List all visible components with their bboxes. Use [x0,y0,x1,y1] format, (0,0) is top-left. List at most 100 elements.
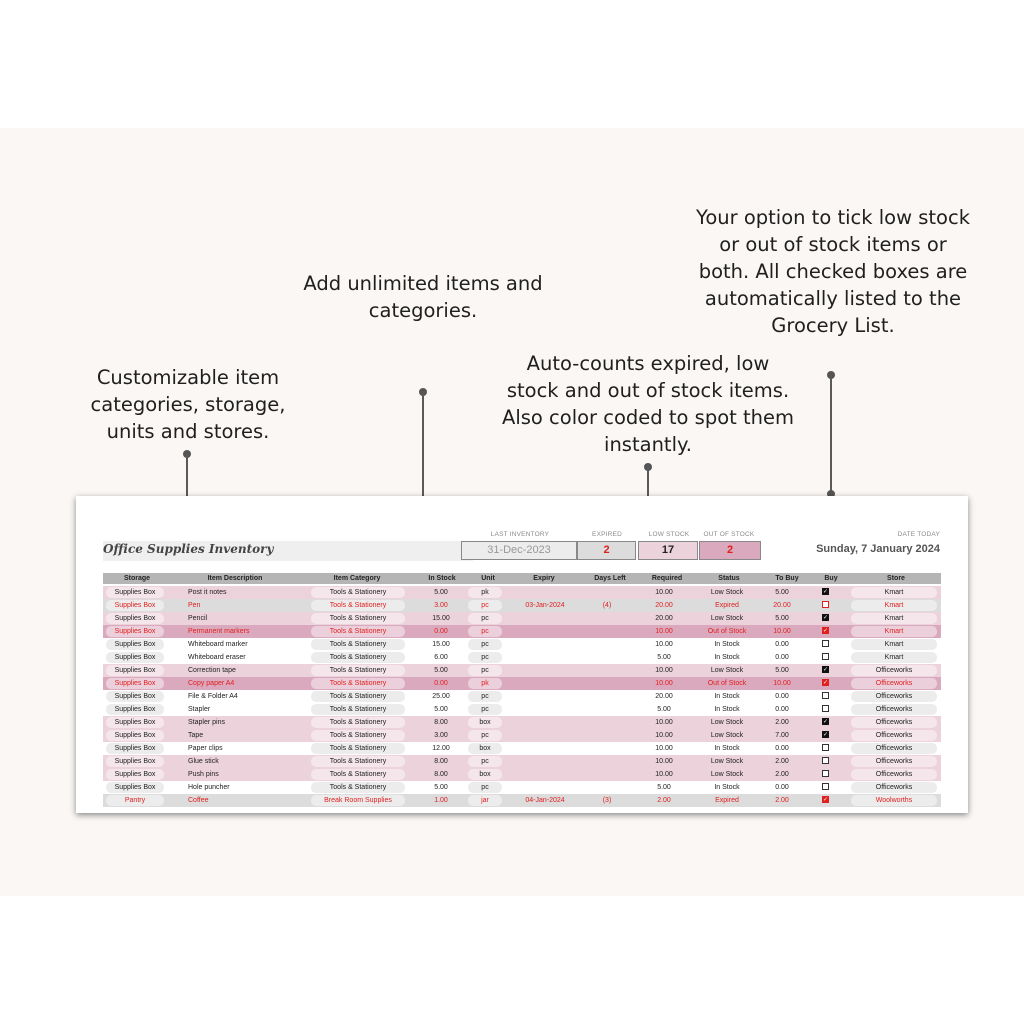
cell-in-stock[interactable]: 12.00 [432,745,450,752]
cell-store[interactable]: Kmart [851,587,937,598]
cell-storage[interactable]: Supplies Box [106,613,164,624]
cell-unit[interactable]: pc [468,613,502,624]
cell-storage[interactable]: Supplies Box [106,704,164,715]
cell-item[interactable]: Glue stick [188,758,219,765]
cell-category[interactable]: Tools & Stationery [311,691,405,702]
cell-unit[interactable]: pc [468,626,502,637]
cell-in-stock[interactable]: 5.00 [434,706,448,713]
cell-storage[interactable]: Supplies Box [106,626,164,637]
cell-item[interactable]: Whiteboard marker [188,641,248,648]
cell-unit[interactable]: pc [468,704,502,715]
cell-storage[interactable]: Supplies Box [106,730,164,741]
cell-item[interactable]: Stapler [188,706,211,713]
cell-item[interactable]: Stapler pins [188,719,225,726]
cell-category[interactable]: Tools & Stationery [311,717,405,728]
buy-checkbox[interactable] [822,653,829,660]
cell-category[interactable]: Tools & Stationery [311,639,405,650]
cell-unit[interactable]: pc [468,730,502,741]
buy-checkbox[interactable] [822,757,829,764]
cell-store[interactable]: Officeworks [851,704,937,715]
cell-unit[interactable]: box [468,717,502,728]
cell-category[interactable]: Tools & Stationery [311,743,405,754]
cell-unit[interactable]: pc [468,782,502,793]
cell-in-stock[interactable]: 1.00 [434,797,448,804]
cell-category[interactable]: Tools & Stationery [311,600,405,611]
buy-checkbox[interactable]: ✓ [822,718,829,725]
cell-category[interactable]: Tools & Stationery [311,730,405,741]
cell-storage[interactable]: Supplies Box [106,782,164,793]
cell-storage[interactable]: Supplies Box [106,769,164,780]
cell-item[interactable]: Pencil [188,615,208,622]
cell-storage[interactable]: Supplies Box [106,678,164,689]
buy-checkbox[interactable] [822,705,829,712]
cell-item[interactable]: Tape [188,732,204,739]
cell-store[interactable]: Officeworks [851,678,937,689]
cell-in-stock[interactable]: 6.00 [434,654,448,661]
cell-storage[interactable]: Supplies Box [106,691,164,702]
buy-checkbox[interactable] [822,640,829,647]
cell-item[interactable]: Paper clips [188,745,223,752]
cell-in-stock[interactable]: 15.00 [432,615,450,622]
cell-category[interactable]: Tools & Stationery [311,769,405,780]
buy-checkbox[interactable]: ✓ [822,666,829,673]
cell-storage[interactable]: Pantry [106,795,164,806]
cell-store[interactable]: Kmart [851,652,937,663]
cell-storage[interactable]: Supplies Box [106,652,164,663]
cell-item[interactable]: Post it notes [188,589,227,596]
cell-unit[interactable]: pc [468,652,502,663]
cell-in-stock[interactable]: 0.00 [434,680,448,687]
cell-store[interactable]: Kmart [851,626,937,637]
cell-store[interactable]: Kmart [851,613,937,624]
cell-unit[interactable]: pc [468,639,502,650]
buy-checkbox[interactable] [822,692,829,699]
cell-store[interactable]: Officeworks [851,730,937,741]
cell-item[interactable]: Coffee [188,797,209,804]
cell-in-stock[interactable]: 25.00 [432,693,450,700]
cell-category[interactable]: Tools & Stationery [311,678,405,689]
cell-storage[interactable]: Supplies Box [106,756,164,767]
buy-checkbox[interactable]: ✓ [822,796,829,803]
cell-in-stock[interactable]: 5.00 [434,589,448,596]
cell-storage[interactable]: Supplies Box [106,717,164,728]
cell-storage[interactable]: Supplies Box [106,743,164,754]
buy-checkbox[interactable]: ✓ [822,627,829,634]
cell-category[interactable]: Tools & Stationery [311,704,405,715]
cell-store[interactable]: Woolworths [851,795,937,806]
cell-category[interactable]: Tools & Stationery [311,756,405,767]
cell-storage[interactable]: Supplies Box [106,639,164,650]
cell-store[interactable]: Officeworks [851,769,937,780]
cell-storage[interactable]: Supplies Box [106,600,164,611]
cell-in-stock[interactable]: 8.00 [434,758,448,765]
cell-unit[interactable]: jar [468,795,502,806]
cell-storage[interactable]: Supplies Box [106,665,164,676]
cell-in-stock[interactable]: 8.00 [434,719,448,726]
cell-in-stock[interactable]: 3.00 [434,732,448,739]
buy-checkbox[interactable] [822,744,829,751]
cell-unit[interactable]: pc [468,600,502,611]
cell-store[interactable]: Officeworks [851,743,937,754]
cell-item[interactable]: Whiteboard eraser [188,654,246,661]
cell-store[interactable]: Officeworks [851,717,937,728]
cell-unit[interactable]: pc [468,691,502,702]
cell-category[interactable]: Tools & Stationery [311,652,405,663]
cell-in-stock[interactable]: 5.00 [434,667,448,674]
cell-category[interactable]: Tools & Stationery [311,587,405,598]
buy-checkbox[interactable]: ✓ [822,731,829,738]
buy-checkbox[interactable]: ✓ [822,588,829,595]
cell-unit[interactable]: box [468,769,502,780]
cell-store[interactable]: Officeworks [851,782,937,793]
cell-store[interactable]: Officeworks [851,665,937,676]
cell-unit[interactable]: box [468,743,502,754]
cell-item[interactable]: Pen [188,602,201,609]
cell-item[interactable]: Correction tape [188,667,236,674]
cell-in-stock[interactable]: 5.00 [434,784,448,791]
cell-in-stock[interactable]: 3.00 [434,602,448,609]
cell-in-stock[interactable]: 15.00 [432,641,450,648]
buy-checkbox[interactable]: ✓ [822,679,829,686]
cell-category[interactable]: Tools & Stationery [311,665,405,676]
cell-item[interactable]: Hole puncher [188,784,230,791]
buy-checkbox[interactable] [822,601,829,608]
cell-store[interactable]: Officeworks [851,756,937,767]
cell-item[interactable]: Permanent markers [188,628,250,635]
cell-item[interactable]: Push pins [188,771,219,778]
